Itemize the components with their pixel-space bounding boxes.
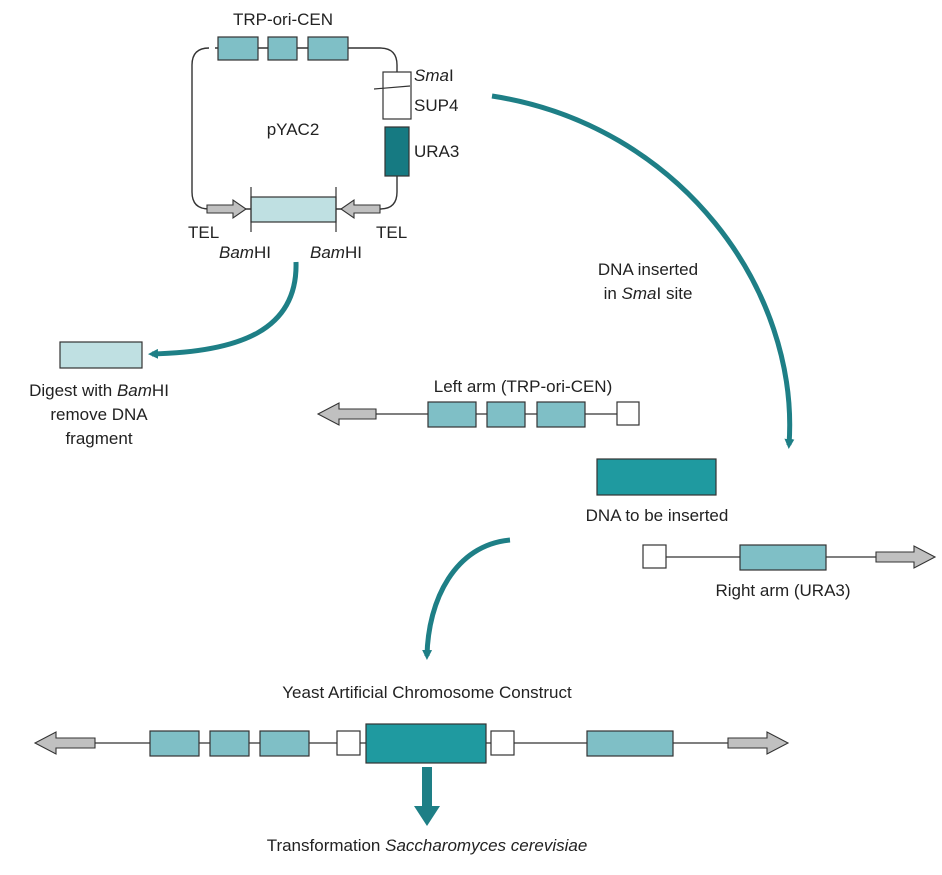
construct-ori-box (209, 730, 250, 757)
smai-site-line (373, 85, 411, 90)
insertion-arrow (491, 93, 795, 449)
left-arm-cen-box (536, 401, 586, 428)
dna-insert-box (596, 458, 717, 496)
left-arm-trp-box (427, 401, 477, 428)
transformation-arrow-shaft (422, 767, 432, 808)
plasmid-ori-box (267, 36, 298, 61)
plasmid-cen-box (307, 36, 349, 61)
tel-right-arrow (340, 198, 381, 220)
plasmid-name: pYAC2 (267, 120, 320, 139)
plasmid-trp-box (217, 36, 259, 61)
construct-insert-box (365, 723, 487, 764)
left-arm-end-box (616, 401, 640, 426)
transformation-label: Transformation Saccharomyces cerevisiae (267, 836, 588, 855)
dna-insert-label: DNA to be inserted (586, 506, 729, 525)
tel-right-label: TEL (376, 223, 407, 242)
digest-line3: fragment (65, 429, 132, 448)
digest-line2: remove DNA (50, 405, 148, 424)
bamhi-left-label: BamHI (219, 243, 271, 262)
ura3-box (384, 126, 410, 177)
transformation-arrow-head (414, 806, 440, 826)
left-arm-ori-box (486, 401, 526, 428)
digest-line1: Digest with BamHI (29, 381, 169, 400)
removed-fragment (59, 341, 143, 369)
sup4-label: SUP4 (414, 96, 458, 115)
right-arm-label: Right arm (URA3) (715, 581, 850, 600)
insert-note-line2: in SmaI site (604, 284, 693, 303)
plasmid-pyac2: TRP-ori-CEN SmaI SUP4 URA3 pYAC2 TEL TEL… (188, 10, 459, 262)
plasmid-top-label: TRP-ori-CEN (233, 10, 333, 29)
left-arm: Left arm (TRP-ori-CEN) (316, 377, 640, 428)
left-arm-label: Left arm (TRP-ori-CEN) (434, 377, 613, 396)
right-arm-ura3-box (739, 544, 827, 571)
construct-right-end-box (490, 730, 515, 756)
sup4-box (382, 71, 412, 120)
tel-left-arrow (206, 198, 247, 220)
transformation-arrow (414, 767, 440, 826)
ligation-arrow (422, 537, 511, 660)
right-arm-end-box (642, 544, 667, 569)
construct-ura3-box (586, 730, 674, 757)
right-arm: Right arm (URA3) (642, 544, 937, 600)
tel-left-label: TEL (188, 223, 219, 242)
construct-left-tel-arrow (33, 731, 96, 755)
construct-left-end-box (336, 730, 361, 756)
left-arm-tel-arrow (316, 402, 377, 426)
bamhi-fragment (250, 196, 337, 223)
construct-title: Yeast Artificial Chromosome Construct (282, 683, 572, 702)
ura3-label: URA3 (414, 142, 459, 161)
construct-right-tel-arrow (727, 731, 790, 755)
yac-construct: Yeast Artificial Chromosome Construct (33, 683, 790, 764)
right-arm-tel-arrow (875, 545, 937, 569)
digest-arrow (148, 261, 299, 359)
construct-trp-box (149, 730, 200, 757)
bamhi-right-label: BamHI (310, 243, 362, 262)
insert-note-line1: DNA inserted (598, 260, 698, 279)
smai-label: SmaI (414, 66, 454, 85)
construct-cen-box (259, 730, 310, 757)
